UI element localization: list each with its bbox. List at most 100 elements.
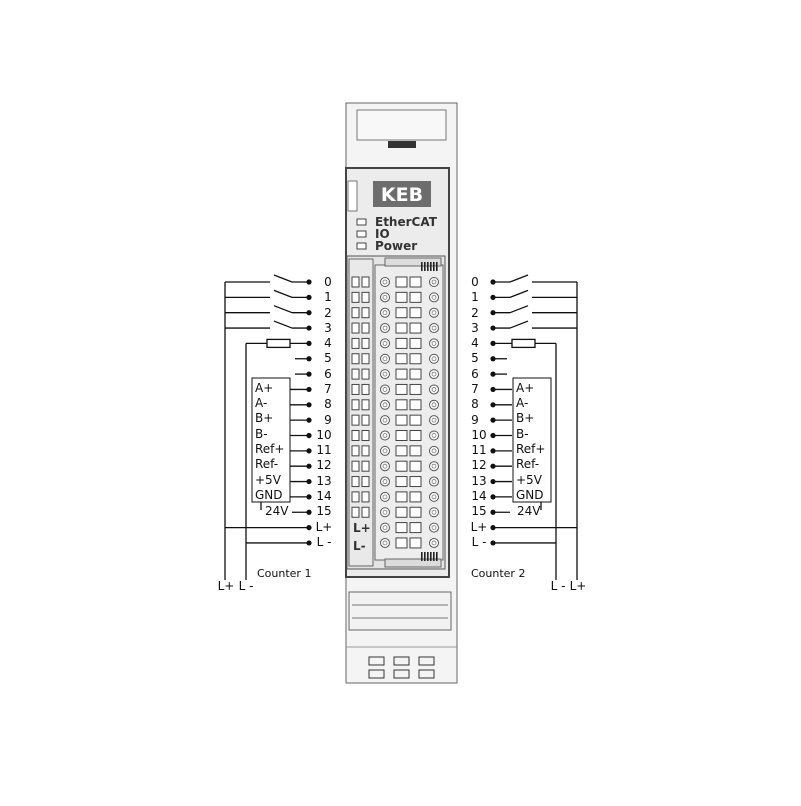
screw-inner	[431, 494, 437, 500]
supply-label-right-lminus: L -	[551, 579, 566, 593]
grip-rib	[433, 552, 435, 561]
terminal-contacts	[351, 276, 439, 549]
contact-slot	[361, 476, 370, 488]
contact-box	[409, 383, 422, 395]
screw-circle	[429, 445, 439, 456]
switch-contact	[509, 274, 529, 283]
screw-inner	[431, 371, 437, 377]
pin-label: 14	[471, 489, 486, 503]
signal-label: B-	[255, 427, 268, 441]
screw-inner	[431, 402, 437, 408]
contact-slot	[361, 322, 370, 334]
signal-label: GND	[255, 488, 283, 502]
contact-slot	[361, 399, 370, 411]
pin-label: 6	[471, 367, 479, 381]
pin-label: 13	[471, 474, 486, 488]
contact-box	[395, 322, 408, 334]
pin-label: 12	[471, 458, 486, 472]
contact-box	[395, 276, 408, 288]
screw-circle	[429, 522, 439, 533]
contact-box	[409, 353, 422, 365]
switch-contact	[273, 289, 293, 298]
screw-inner	[382, 310, 388, 316]
vent-slot	[368, 669, 385, 679]
terminal-top-rail	[384, 257, 442, 267]
screw-circle	[380, 399, 390, 410]
screw-inner	[382, 525, 388, 530]
screw-circle	[429, 384, 439, 395]
contact-slot	[361, 307, 370, 319]
screw-circle	[380, 430, 390, 441]
contact-box	[395, 414, 408, 426]
contact-box	[409, 276, 422, 288]
contact-box	[395, 399, 408, 411]
pin-label: 1	[324, 290, 332, 304]
grip-rib	[424, 262, 426, 271]
contact-box	[395, 353, 408, 365]
right-wiring	[490, 274, 578, 580]
screw-inner	[382, 279, 388, 285]
screw-circle	[380, 353, 390, 364]
contact-slot	[351, 276, 360, 288]
contact-box	[395, 491, 408, 503]
contact-box	[409, 522, 422, 534]
vent-slot	[393, 656, 410, 666]
pin-label: 7	[471, 382, 479, 396]
terminal-top-grip	[421, 262, 438, 271]
left-encoder-box: A+ A- B+ B- Ref+ Ref- +5V GND 24V	[251, 377, 291, 518]
switch-contact	[273, 274, 293, 283]
pin-label: 5	[324, 351, 332, 365]
screw-inner	[431, 509, 437, 515]
pin-label: 12	[316, 458, 331, 472]
led-io-icon	[356, 230, 367, 238]
pin-label: 10	[471, 428, 486, 442]
contact-slot	[361, 414, 370, 426]
contact-box	[395, 337, 408, 349]
grip-rib	[436, 552, 438, 561]
grip-rib	[427, 262, 429, 271]
contact-slot	[351, 353, 360, 365]
screw-inner	[382, 325, 388, 331]
screw-circle	[429, 491, 439, 502]
screw-inner	[431, 417, 437, 423]
pin-label: 4	[471, 336, 479, 350]
contact-slot	[361, 430, 370, 441]
pin-label: 5	[471, 351, 479, 365]
bottom-vent-slots	[368, 656, 435, 679]
screw-inner	[382, 417, 388, 423]
contact-box	[395, 537, 408, 549]
screw-circle	[380, 307, 390, 318]
screw-circle	[380, 384, 390, 395]
signal-label: +5V	[516, 473, 543, 487]
screw-circle	[380, 338, 390, 349]
contact-box	[395, 522, 408, 534]
pin-label: 4	[324, 336, 332, 350]
contact-box	[395, 307, 408, 319]
contact-slot	[361, 276, 370, 288]
screw-circle	[380, 369, 390, 380]
pin-label: 14	[316, 489, 331, 503]
contact-slot	[351, 307, 360, 319]
supply-label-left-lplus: L+	[218, 579, 235, 593]
screw-inner	[382, 371, 388, 377]
screw-circle	[380, 292, 390, 303]
pin-label: 6	[324, 367, 332, 381]
contact-slot	[361, 368, 370, 380]
screw-inner	[382, 356, 388, 362]
terminal-bottom-rail	[384, 558, 442, 568]
screw-circle	[380, 522, 390, 533]
contact-box	[409, 368, 422, 380]
pin-label: 2	[324, 306, 332, 320]
right-pin-labels: 0 1 2 3 4 5 6 7 8 9 10 11 12 13 14 15 L+…	[471, 275, 488, 549]
counter-label-left: Counter 1	[257, 567, 311, 580]
grip-rib	[424, 552, 426, 561]
signal-label: A+	[255, 381, 273, 395]
contact-box	[395, 291, 408, 303]
signal-label: A+	[516, 381, 534, 395]
signal-label: Ref-	[516, 457, 539, 471]
contact-box	[409, 322, 422, 334]
screw-inner	[382, 448, 388, 454]
pin-label: 1	[471, 290, 479, 304]
